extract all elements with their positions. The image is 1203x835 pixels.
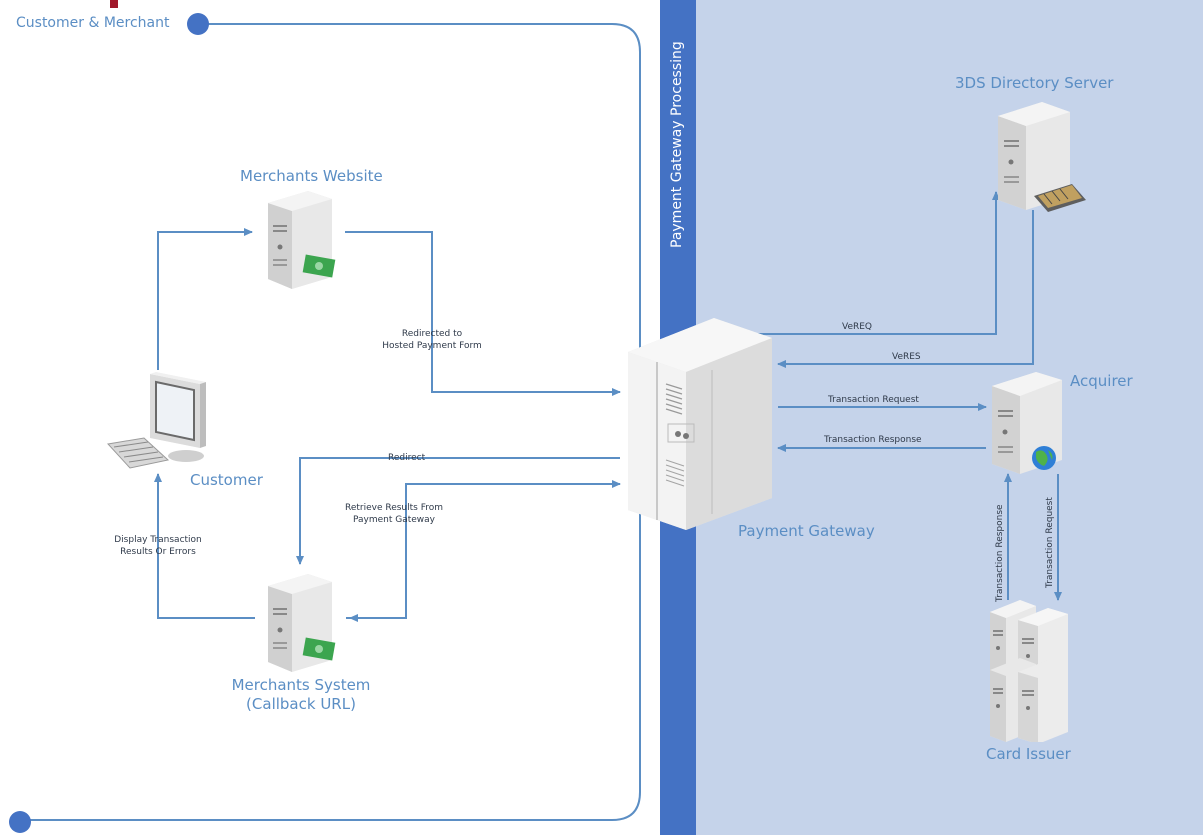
edge-website-to-gateway: [345, 231, 621, 396]
lane-start-dot: [187, 13, 209, 35]
edge-label-transaction-request: Transaction Request: [828, 395, 919, 405]
lane-end-dot: [9, 811, 31, 833]
edge-label-redirect: Redirect: [388, 453, 426, 463]
edge-label-retrieve-line1: Retrieve Results From: [344, 503, 444, 513]
edge-label-redirected: Redirected to Hosted Payment Form: [372, 328, 492, 352]
payment-gateway-server-icon: [628, 318, 772, 530]
edge-label-veres: VeRES: [892, 352, 921, 362]
lane-title-customer-merchant: Customer & Merchant: [16, 15, 170, 31]
node-label-payment-gateway: Payment Gateway: [738, 522, 875, 540]
node-label-merchants-website: Merchants Website: [240, 167, 383, 185]
edge-label-transaction-response: Transaction Response: [824, 435, 922, 445]
edge-label-vert-request: Transaction Request: [1045, 497, 1055, 588]
node-label-merchants-system: Merchants System (Callback URL): [226, 676, 376, 714]
edge-label-display-line1: Display Transaction: [114, 535, 202, 545]
card-issuer-servers-icon: [990, 600, 1068, 742]
edge-vereq: [715, 191, 1000, 335]
edge-customer-to-website: [157, 228, 253, 370]
edge-label-display-line2: Results Or Errors: [120, 547, 196, 557]
edge-veres: [777, 210, 1034, 368]
edge-label-redirected-line2: Hosted Payment Form: [382, 341, 482, 351]
edge-label-vereq: VeREQ: [842, 322, 873, 332]
node-label-acquirer: Acquirer: [1070, 372, 1133, 390]
edge-label-vert-response: Transaction Response: [995, 504, 1005, 602]
merchants-system-server-icon: [268, 574, 336, 672]
directory-server-icon: [998, 102, 1086, 212]
edge-display-results: [154, 473, 255, 619]
edge-label-retrieve: Retrieve Results From Payment Gateway: [334, 502, 454, 526]
acquirer-server-icon: [992, 372, 1062, 474]
edge-label-retrieve-line2: Payment Gateway: [352, 515, 436, 525]
merchants-system-line2: (Callback URL): [246, 695, 356, 713]
node-label-directory-server: 3DS Directory Server: [955, 74, 1114, 92]
node-label-card-issuer: Card Issuer: [986, 745, 1071, 763]
edge-redirect: [296, 457, 620, 565]
merchants-system-line1: Merchants System: [231, 676, 371, 694]
edge-label-redirected-line1: Redirected to: [401, 329, 463, 339]
customer-computer-icon: [107, 372, 206, 469]
node-label-customer: Customer: [190, 471, 263, 489]
edge-label-display: Display Transaction Results Or Errors: [98, 534, 218, 558]
merchants-website-server-icon: [268, 191, 336, 289]
